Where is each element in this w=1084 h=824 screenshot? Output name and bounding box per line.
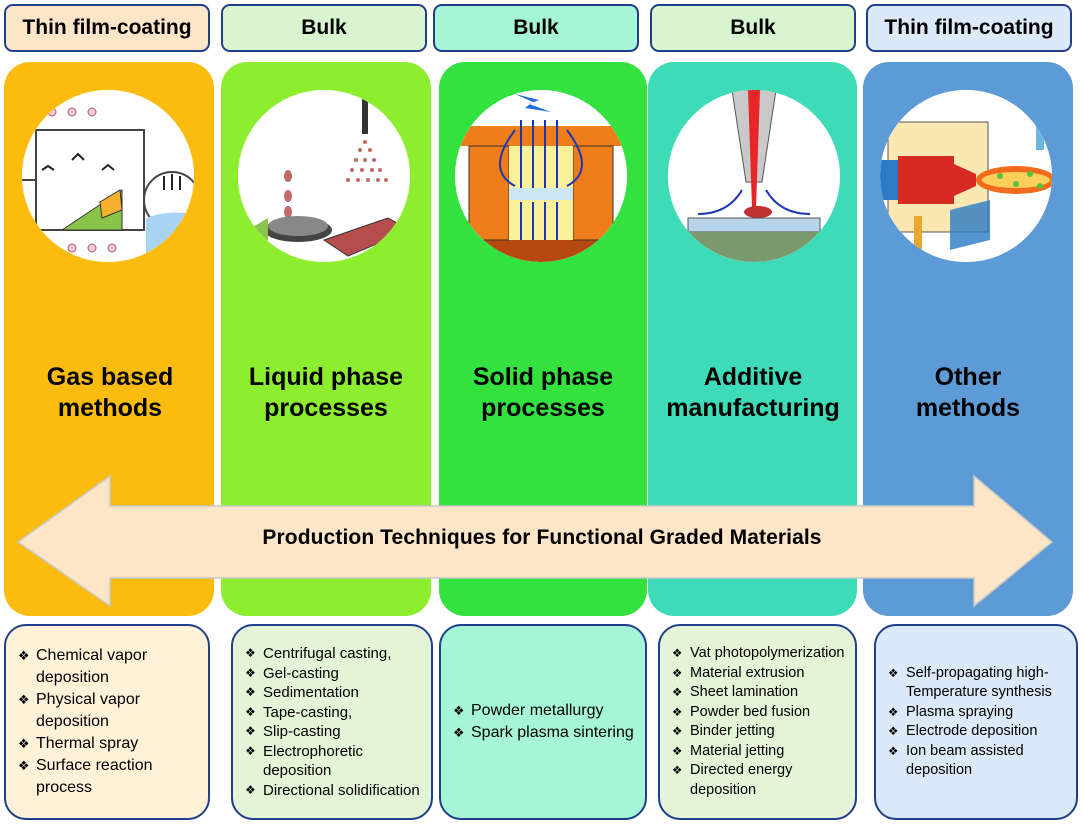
chemical-vapor-apparatus-icon bbox=[22, 90, 194, 262]
list-item: Plasma spraying bbox=[886, 703, 1068, 723]
column-title-solid: Solid phase processes bbox=[472, 363, 614, 422]
list-item: Thermal spray bbox=[16, 733, 200, 755]
column-title-liquid: Liquid phase processes bbox=[248, 363, 404, 422]
spark-plasma-sintering-icon bbox=[455, 90, 627, 262]
header-gas: Thin film-coating bbox=[4, 4, 210, 52]
header-solid: Bulk bbox=[433, 4, 639, 52]
list-item: Self-propagating high-Temperature synthe… bbox=[886, 664, 1068, 703]
list-item: Electrode deposition bbox=[886, 722, 1068, 742]
list-item: Powder metallurgy bbox=[451, 700, 637, 722]
arrow-label: Production Techniques for Functional Gra… bbox=[262, 526, 822, 549]
header-liquid: Bulk bbox=[221, 4, 427, 52]
plasma-torch-icon bbox=[880, 90, 1052, 262]
list-item: Physical vapor deposition bbox=[16, 689, 200, 733]
list-box-other: Self-propagating high-Temperature synthe… bbox=[874, 624, 1078, 820]
list-item: Spark plasma sintering bbox=[451, 722, 637, 744]
list-item: Gel-casting bbox=[243, 664, 423, 684]
list-item: Ion beam assisted deposition bbox=[886, 742, 1068, 781]
list-item: Tape-casting, bbox=[243, 703, 423, 723]
list-item: Directed energy deposition bbox=[670, 761, 847, 800]
list-box-gas: Chemical vapor deposition Physical vapor… bbox=[4, 624, 210, 820]
list-item: Material jetting bbox=[670, 742, 847, 762]
list-box-liquid: Centrifugal casting, Gel-casting Sedimen… bbox=[231, 624, 433, 820]
list-item: Powder bed fusion bbox=[670, 703, 847, 723]
list-item: Surface reaction process bbox=[16, 755, 200, 799]
list-item: Centrifugal casting, bbox=[243, 644, 423, 664]
column-title-additive: Additive manufacturing bbox=[666, 363, 840, 422]
list-item: Binder jetting bbox=[670, 722, 847, 742]
list-item: Slip-casting bbox=[243, 722, 423, 742]
list-item: Directional solidification bbox=[243, 781, 423, 801]
header-additive: Bulk bbox=[650, 4, 856, 52]
list-item: Electrophoretic deposition bbox=[243, 742, 423, 781]
casting-spray-icon bbox=[238, 90, 410, 262]
header-other: Thin film-coating bbox=[866, 4, 1072, 52]
list-box-additive: Vat photopolymerization Material extrusi… bbox=[658, 624, 857, 820]
list-item: Material extrusion bbox=[670, 664, 847, 684]
list-item: Sedimentation bbox=[243, 683, 423, 703]
list-box-solid: Powder metallurgy Spark plasma sintering bbox=[439, 624, 647, 820]
laser-deposition-nozzle-icon bbox=[668, 90, 840, 262]
list-item: Sheet lamination bbox=[670, 683, 847, 703]
column-title-other: Other methods bbox=[915, 363, 1021, 422]
column-title-gas: Gas based methods bbox=[46, 363, 174, 422]
list-item: Vat photopolymerization bbox=[670, 644, 847, 664]
list-item: Chemical vapor deposition bbox=[16, 645, 200, 689]
